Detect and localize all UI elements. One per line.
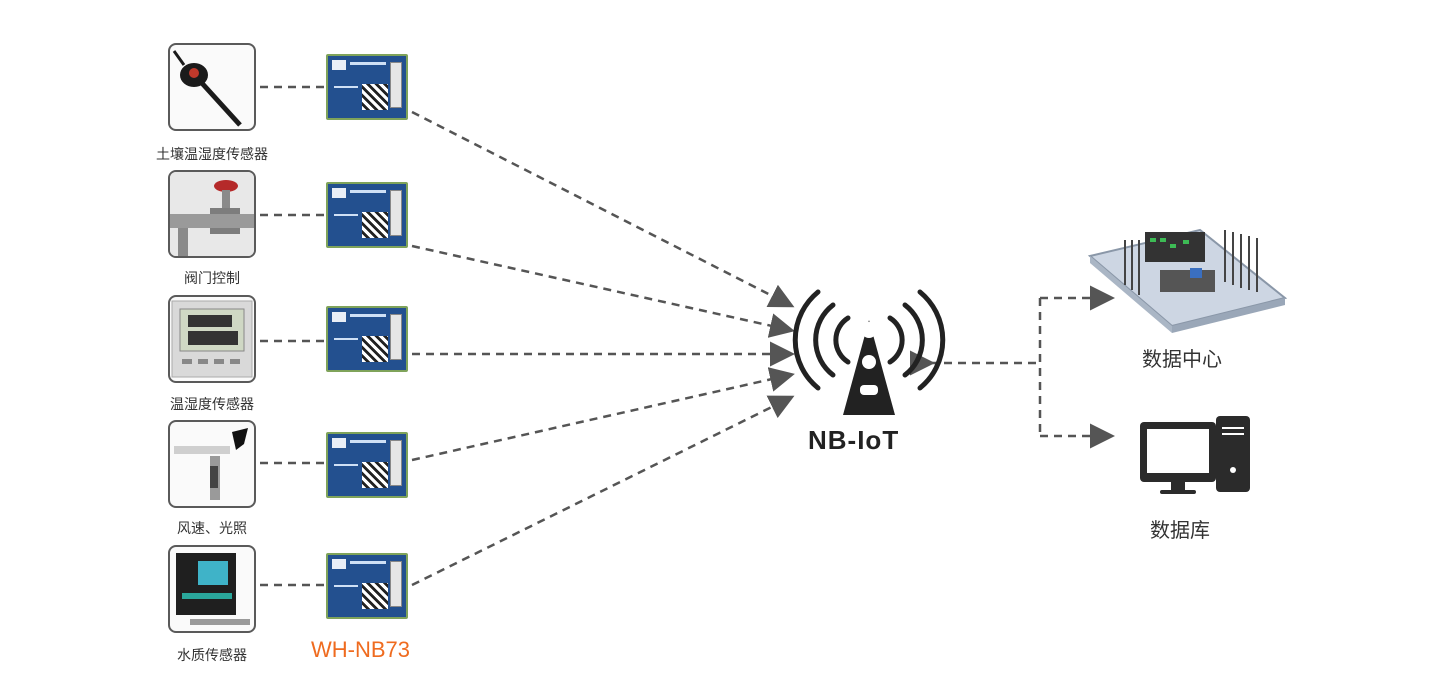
sensor-label-thermo: 温湿度传感器 bbox=[170, 397, 254, 413]
thermo-hygrometer-icon bbox=[171, 300, 253, 378]
arrow-module-5 bbox=[411, 395, 795, 587]
nb-module-5 bbox=[326, 553, 408, 619]
network-label: NB-IoT bbox=[808, 425, 900, 455]
sensor-label-water: 水质传感器 bbox=[177, 648, 247, 664]
anemometer-icon bbox=[174, 428, 248, 500]
nb-module-3 bbox=[326, 306, 408, 372]
sensor-label-wind: 风速、光照 bbox=[177, 521, 247, 537]
arrow-module-1 bbox=[411, 110, 795, 308]
datacenter-label: 数据中心 bbox=[1142, 347, 1222, 371]
water-quality-icon bbox=[176, 553, 250, 625]
nb-module-1 bbox=[326, 54, 408, 120]
sensor-water bbox=[168, 545, 256, 633]
valve-icon bbox=[170, 172, 254, 256]
cell-tower-icon bbox=[792, 289, 946, 415]
soil-probe-icon bbox=[172, 50, 242, 127]
arrow-module-4 bbox=[411, 367, 795, 462]
computer-icon bbox=[1140, 416, 1250, 494]
module-label: WH-NB73 bbox=[311, 637, 411, 662]
nb-module-4 bbox=[326, 432, 408, 498]
sensor-label-valve: 阀门控制 bbox=[184, 271, 240, 287]
database-label: 数据库 bbox=[1150, 518, 1210, 542]
sensor-label-soil: 土壤温湿度传感器 bbox=[156, 147, 268, 163]
sensor-wind bbox=[168, 420, 256, 508]
arrow-module-2 bbox=[411, 244, 795, 338]
sensor-thermo bbox=[168, 295, 256, 383]
sensor-soil bbox=[168, 43, 256, 131]
sensor-valve bbox=[168, 170, 256, 258]
data-center-icon bbox=[1087, 228, 1288, 333]
nb-module-2 bbox=[326, 182, 408, 248]
